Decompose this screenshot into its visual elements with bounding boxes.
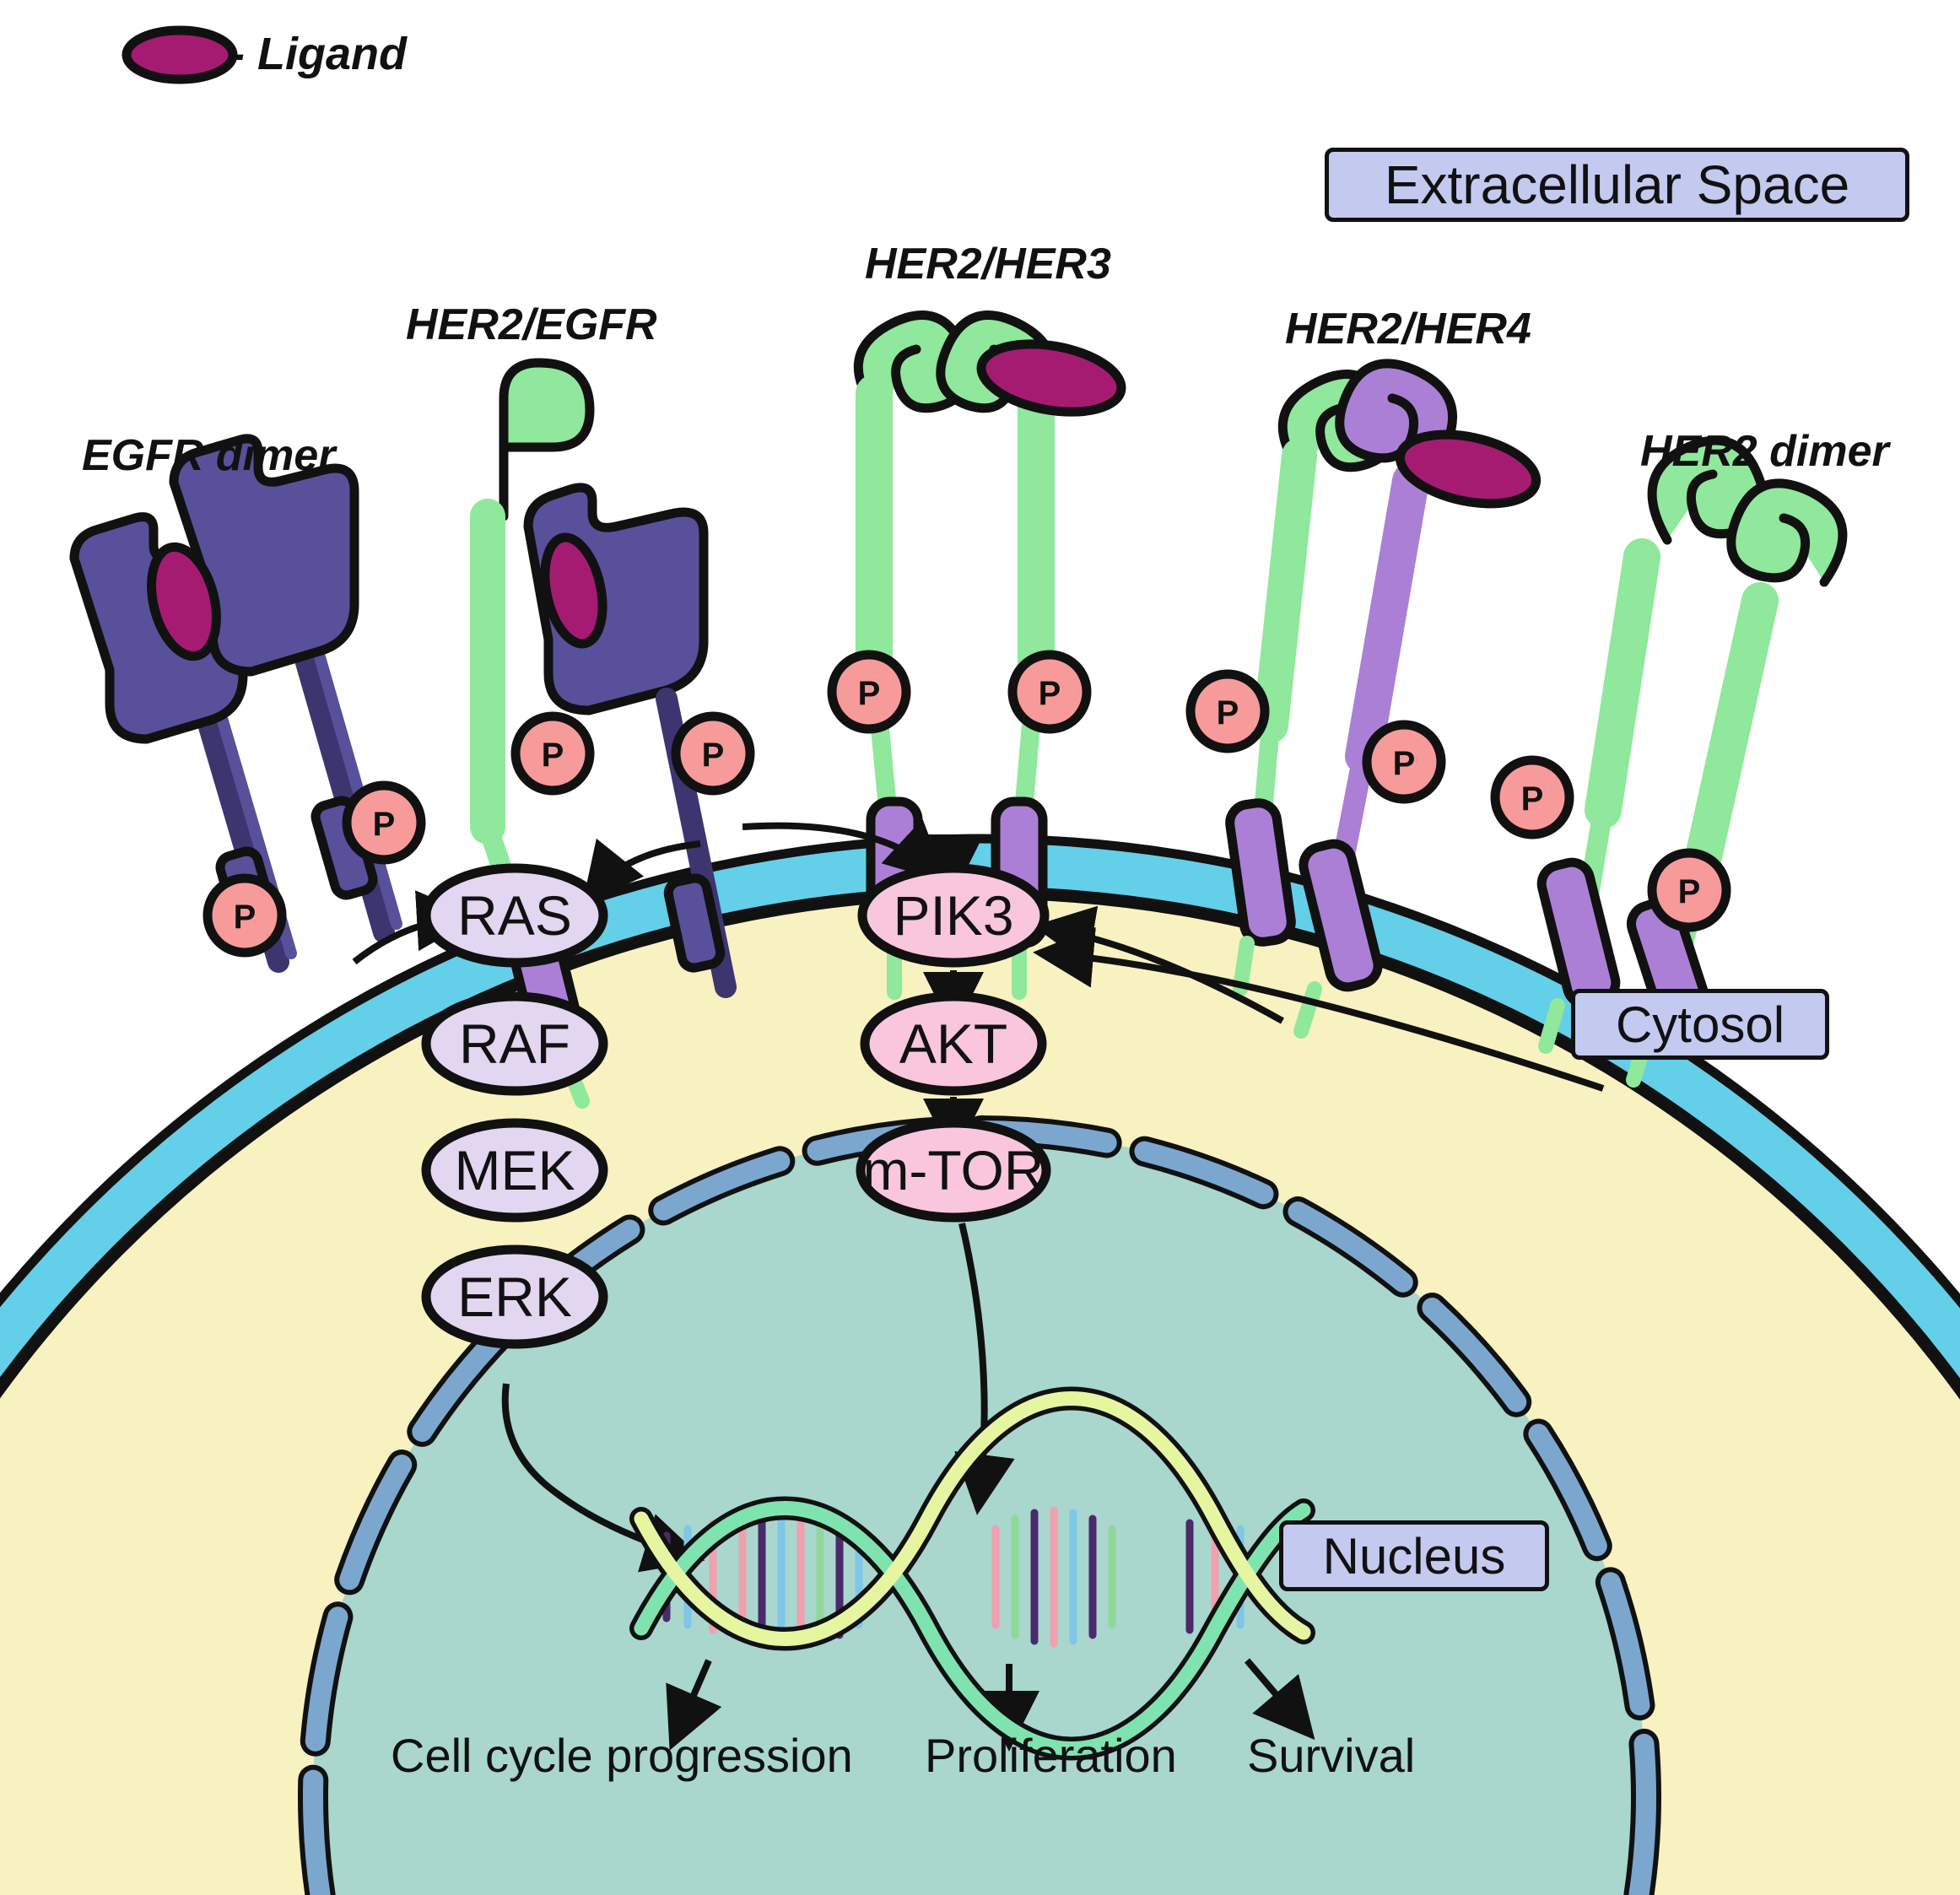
phospho-circle: P — [1647, 848, 1731, 932]
svg-text:P: P — [542, 737, 564, 774]
svg-text:MEK: MEK — [454, 1139, 575, 1201]
arrow-mtor-to-dna — [954, 1223, 1015, 1515]
node-mtor[interactable]: m-TOR — [856, 1118, 1051, 1223]
phospho-circle: P — [1007, 650, 1092, 734]
svg-text:P: P — [234, 899, 256, 936]
svg-text:AKT: AKT — [899, 1012, 1007, 1075]
receptor-label-egfr-dimer: EGFR dimer — [82, 431, 336, 480]
phospho-circle: P — [671, 711, 755, 796]
arrow-dna-to-cellcycle — [666, 1659, 722, 1751]
outcome-proliferation: Proliferation — [925, 1729, 1177, 1782]
node-raf[interactable]: RAF — [421, 991, 608, 1096]
svg-text:P: P — [1678, 873, 1701, 910]
receptor-label-her2-dimer: HER2 dimer — [1640, 427, 1889, 476]
svg-text:P: P — [1521, 780, 1544, 818]
svg-text:ERK: ERK — [457, 1266, 572, 1328]
node-erk[interactable]: ERK — [421, 1244, 608, 1349]
phospho-circle: P — [202, 873, 287, 958]
node-ras[interactable]: RAS — [421, 863, 608, 968]
cytosol-label: Cytosol — [1571, 989, 1829, 1060]
receptor-egfr-dimer — [69, 434, 402, 973]
arrow-her2dimer-to-pik3 — [1033, 926, 1605, 1092]
phospho-circle: P — [1490, 755, 1574, 840]
arrow-dna-to-survival — [1244, 1658, 1315, 1741]
receptor-label-her2-her4: HER2/HER4 — [1285, 305, 1531, 354]
outcome-cell-cycle: Cell cycle progression — [391, 1729, 853, 1782]
node-mek[interactable]: MEK — [421, 1118, 608, 1223]
phospho-circle: P — [1185, 669, 1270, 753]
svg-text:P: P — [858, 675, 881, 712]
arrow-her2egfr-to-ras — [581, 838, 701, 905]
receptor-her2-her4 — [1225, 359, 1542, 1039]
phospho-circle: P — [1362, 720, 1446, 804]
svg-text:RAS: RAS — [457, 884, 572, 947]
outcome-survival: Survival — [1247, 1729, 1416, 1782]
node-pik3[interactable]: PIK3 — [857, 863, 1050, 968]
node-akt[interactable]: AKT — [860, 991, 1047, 1096]
receptor-label-her2-her3: HER2/HER3 — [865, 240, 1111, 289]
svg-text:RAF: RAF — [459, 1012, 570, 1075]
phospho-circle: P — [342, 780, 426, 865]
receptor-her2-egfr — [470, 358, 737, 1109]
legend-label: - Ligand — [229, 29, 407, 79]
svg-text:PIK3: PIK3 — [893, 884, 1013, 947]
nucleus-label: Nucleus — [1279, 1520, 1549, 1591]
ligand-ellipse — [121, 25, 238, 84]
svg-text:P: P — [1039, 675, 1061, 712]
phospho-circle: P — [510, 711, 595, 796]
phospho-circle: P — [827, 650, 911, 734]
svg-text:P: P — [1393, 745, 1416, 782]
svg-text:P: P — [373, 806, 396, 843]
extracellular-space-label: Extracellular Space — [1325, 148, 1909, 222]
svg-text:P: P — [702, 737, 725, 774]
svg-text:P: P — [1217, 694, 1239, 732]
arrow-her2egfr-to-pik3 — [742, 818, 947, 883]
receptor-label-her2-egfr: HER2/EGFR — [406, 300, 657, 349]
svg-text:m-TOR: m-TOR — [862, 1139, 1044, 1201]
